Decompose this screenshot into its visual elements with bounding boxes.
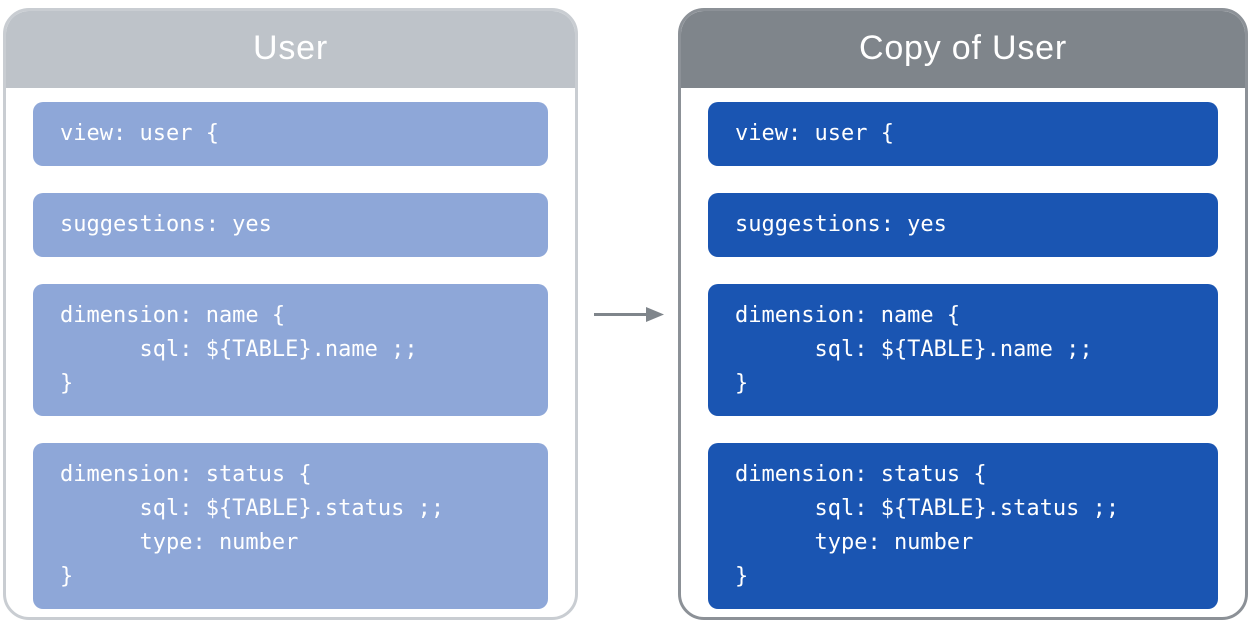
code-block-suggestions: suggestions: yes bbox=[33, 193, 548, 257]
code-line: type: number bbox=[60, 530, 299, 555]
code-line: dimension: status { bbox=[60, 462, 312, 487]
copy-of-user-panel-title: Copy of User bbox=[858, 29, 1067, 67]
user-panel-body: view: user { suggestions: yes dimension:… bbox=[6, 88, 575, 617]
code-line: suggestions: yes bbox=[735, 212, 947, 237]
code-line: } bbox=[60, 371, 74, 396]
code-block-dimension-name: dimension: name { sql: ${TABLE}.name ;; … bbox=[33, 284, 548, 416]
code-block-dimension-status: dimension: status { sql: ${TABLE}.status… bbox=[33, 443, 548, 609]
code-line: sql: ${TABLE}.status ;; bbox=[60, 496, 445, 521]
code-block-dimension-name: dimension: name { sql: ${TABLE}.name ;; … bbox=[708, 284, 1218, 416]
copy-of-user-panel: Copy of User view: user { suggestions: y… bbox=[678, 8, 1248, 620]
code-line: sql: ${TABLE}.status ;; bbox=[735, 496, 1120, 521]
user-panel-title: User bbox=[253, 29, 328, 67]
code-line: } bbox=[735, 371, 749, 396]
code-line: suggestions: yes bbox=[60, 212, 272, 237]
code-line: } bbox=[60, 564, 74, 589]
code-block-view-declaration: view: user { bbox=[708, 102, 1218, 166]
code-block-suggestions: suggestions: yes bbox=[708, 193, 1218, 257]
code-line: sql: ${TABLE}.name ;; bbox=[60, 337, 418, 362]
code-line: dimension: status { bbox=[735, 462, 987, 487]
user-panel-header: User bbox=[6, 11, 575, 88]
code-line: view: user { bbox=[60, 121, 219, 146]
code-line: dimension: name { bbox=[60, 303, 286, 328]
copy-of-user-panel-body: view: user { suggestions: yes dimension:… bbox=[681, 88, 1245, 617]
code-line: type: number bbox=[735, 530, 974, 555]
code-line: } bbox=[735, 564, 749, 589]
code-line: sql: ${TABLE}.name ;; bbox=[735, 337, 1093, 362]
user-panel: User view: user { suggestions: yes dimen… bbox=[3, 8, 578, 620]
code-block-view-declaration: view: user { bbox=[33, 102, 548, 166]
copy-of-user-panel-header: Copy of User bbox=[681, 11, 1245, 88]
code-block-dimension-status: dimension: status { sql: ${TABLE}.status… bbox=[708, 443, 1218, 609]
code-line: dimension: name { bbox=[735, 303, 961, 328]
copy-arrow-icon bbox=[594, 306, 664, 323]
code-line: view: user { bbox=[735, 121, 894, 146]
